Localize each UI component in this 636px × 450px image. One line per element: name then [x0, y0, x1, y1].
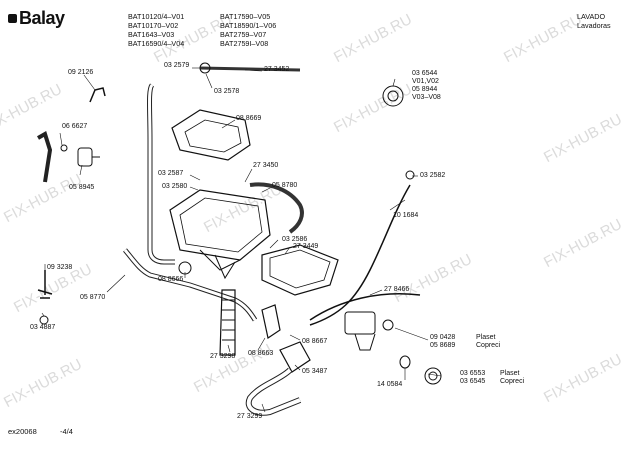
- brand-name: Balay: [19, 8, 65, 28]
- part-number: 06 6627: [62, 123, 88, 130]
- brand-logo: Balay: [8, 8, 65, 29]
- part-number: 03 2582: [420, 172, 446, 179]
- part-number: 03 4887: [30, 324, 56, 331]
- part-number: 09 2126: [68, 69, 94, 76]
- bracket-shape: [89, 87, 106, 103]
- model-code: BAT10120/4–V01: [128, 12, 185, 21]
- footer-code: ex20068: [8, 427, 37, 436]
- pump-clip-shape: [37, 270, 53, 299]
- part-number: 05 8944: [412, 86, 438, 93]
- part-number: 27 3449: [293, 243, 319, 250]
- supplier-label: Copreci: [476, 342, 501, 349]
- part-number: 03 2580: [162, 183, 188, 190]
- drawer-shape: [261, 244, 339, 296]
- part-number: 03 6553: [460, 370, 486, 377]
- models-column-2: BAT17590–V05 BAT18590/1–V06 BAT2759–V07 …: [220, 12, 276, 48]
- model-code: BAT18590/1–V06: [220, 21, 277, 30]
- part-number: 08 8666: [158, 276, 184, 283]
- part-number: 05 8945: [69, 184, 95, 191]
- leader-lines: [41, 67, 442, 413]
- washer-shape: [399, 355, 411, 369]
- part-number: 08 8669: [236, 115, 262, 122]
- models-column-1: BAT10120/4–V01 BAT10170–V02 BAT1643–V03 …: [128, 12, 184, 48]
- model-code: BAT2759I–V08: [220, 39, 269, 48]
- part-number: 05 8780: [272, 182, 298, 189]
- model-code: BAT16590/4–V04: [128, 39, 185, 48]
- part-number: 27 3299: [237, 413, 263, 420]
- part-number: 03 6545: [460, 378, 486, 385]
- part-number: 09 0428: [430, 334, 456, 341]
- part-number: 27 3298: [210, 353, 236, 360]
- part-number: 05 8770: [80, 294, 106, 301]
- part-number: 03 2587: [158, 170, 184, 177]
- valve-body-shape: [261, 304, 281, 339]
- part-number: 03 6544: [412, 70, 438, 77]
- valve-shape: [77, 147, 93, 167]
- hose-shape: [249, 182, 304, 234]
- tube-shape: [199, 66, 301, 72]
- clip-shape: [405, 170, 415, 180]
- part-number: 03 2586: [282, 236, 308, 243]
- supplier-label: Plaset: [476, 334, 496, 341]
- part-number: 10 1684: [393, 212, 419, 219]
- category-line: Lavadoras: [577, 21, 611, 30]
- pump-shape: [279, 341, 311, 373]
- pressure-hose-shape: [309, 184, 411, 326]
- inlet-hose-highlight: [148, 84, 175, 264]
- category-line: LAVADO: [577, 12, 606, 21]
- logo-mark-icon: [8, 14, 17, 23]
- part-number: V01,V02: [412, 78, 439, 85]
- supplier-label: Plaset: [500, 370, 520, 377]
- model-code: BAT1643–V03: [128, 30, 175, 39]
- supplier-label: Copreci: [500, 378, 525, 385]
- page-number: -4/4: [60, 427, 73, 436]
- solenoid-valve-shape: [344, 311, 376, 335]
- part-number: 14 0584: [377, 381, 403, 388]
- part-number: 05 8689: [430, 342, 456, 349]
- filter-shape: [424, 367, 442, 385]
- seal-shape: [60, 144, 68, 152]
- part-number: 27 8466: [384, 286, 410, 293]
- part-number: 09 3238: [47, 264, 73, 271]
- cable-shape: [309, 292, 421, 321]
- dispenser-cover-shape: [171, 109, 251, 161]
- model-code: BAT17590–V05: [220, 12, 271, 21]
- bellows-shape: [219, 289, 236, 356]
- model-code: BAT2759–V07: [220, 30, 267, 39]
- part-number: 03 2578: [214, 88, 240, 95]
- dispenser-housing-shape: [169, 189, 271, 261]
- part-number: V03–V08: [412, 94, 441, 101]
- part-number: 27 3452: [264, 66, 290, 73]
- part-number: 08 8667: [302, 338, 328, 345]
- model-code: BAT10170–V02: [128, 21, 179, 30]
- pressure-switch-shape: [382, 85, 404, 107]
- part-number: 08 8663: [248, 350, 274, 357]
- part-number: 03 2579: [164, 62, 190, 69]
- part-number: 05 3487: [302, 368, 328, 375]
- part-number: 27 3450: [253, 162, 279, 169]
- cap-shape: [39, 315, 49, 325]
- category-label: LAVADO Lavadoras: [577, 12, 611, 30]
- elbow-shape: [37, 131, 53, 183]
